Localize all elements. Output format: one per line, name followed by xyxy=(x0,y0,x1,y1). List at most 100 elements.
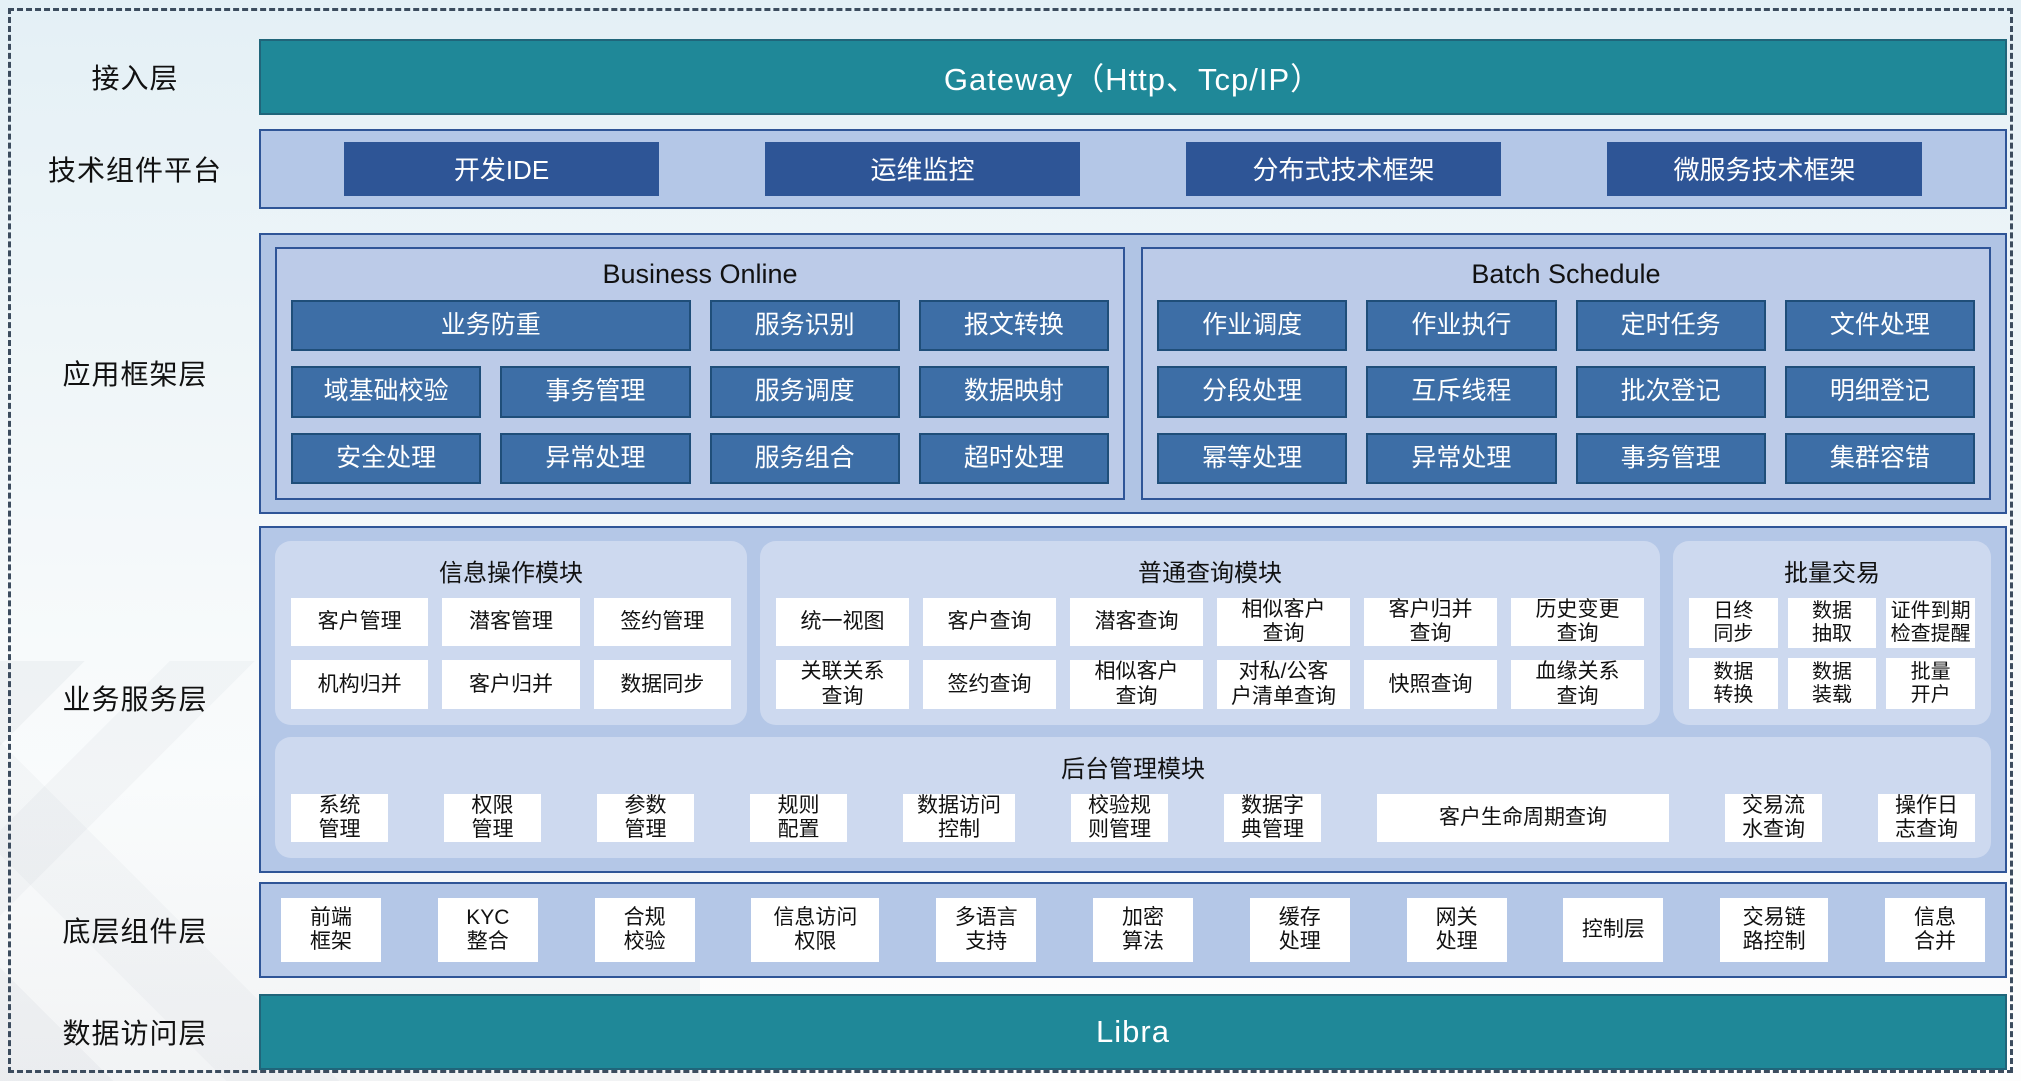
admin-module-title: 后台管理模块 xyxy=(1061,755,1205,783)
app-framework-box: Business Online 业务防重服务识别报文转换域基础校验事务管理服务调… xyxy=(259,232,2007,515)
business-online-module: 安全处理 xyxy=(291,432,482,485)
admin-module-row: 系统 管理 权限 管理 参数 管理 规则 配置 数据访问 控制 校验规 则管理 数据字 典管… xyxy=(291,793,1975,842)
admin-module-button: 规则 配置 xyxy=(750,793,847,842)
batch-schedule-module: 分段处理 xyxy=(1157,366,1348,418)
business-online-module: 服务组合 xyxy=(709,432,900,485)
batch-transaction-module: 批量 开户 xyxy=(1886,658,1975,709)
business-online-module: 事务管理 xyxy=(500,366,691,418)
layer-label-base-components: 底层组件层 xyxy=(62,916,208,948)
business-online-module: 数据映射 xyxy=(918,366,1109,418)
layer-label-app-framework: 应用框架层 xyxy=(62,359,208,391)
info-operation-module: 数据同步 xyxy=(593,660,731,709)
tech-platform-button: 开发IDE xyxy=(344,141,659,196)
business-online-box: Business Online 业务防重服务识别报文转换域基础校验事务管理服务调… xyxy=(275,246,1125,501)
batch-transaction-title: 批量交易 xyxy=(1784,560,1880,588)
layer-row-app-framework: 应用框架层 Business Online 业务防重服务识别报文转换域基础校验事… xyxy=(11,232,2007,515)
general-query-module: 相似客户 查询 xyxy=(1217,598,1350,647)
admin-module-button: 系统 管理 xyxy=(291,793,388,842)
info-operation-module: 客户归并 xyxy=(442,660,580,709)
base-component-button: 加密 算法 xyxy=(1092,898,1193,963)
layer-label-access: 接入层 xyxy=(91,62,179,94)
admin-module-button: 校验规 则管理 xyxy=(1071,793,1168,842)
info-operation-module: 客户管理 xyxy=(291,598,429,647)
batch-schedule-module: 事务管理 xyxy=(1575,432,1766,485)
batch-schedule-module: 异常处理 xyxy=(1366,432,1557,485)
business-service-box: 信息操作模块 客户管理潜客管理签约管理机构归并客户归并数据同步 普通查询模块 统… xyxy=(259,526,2007,873)
general-query-module: 客户查询 xyxy=(923,598,1056,647)
admin-module-panel: 后台管理模块 系统 管理 权限 管理 参数 管理 规则 配置 数据访问 控制 校验规 则管… xyxy=(275,736,1991,858)
admin-module-button: 权限 管理 xyxy=(444,793,541,842)
admin-module-button: 数据访问 控制 xyxy=(903,793,1015,842)
batch-schedule-grid: 作业调度作业执行定时任务文件处理分段处理互斥线程批次登记明细登记幂等处理异常处理… xyxy=(1157,299,1975,485)
batch-schedule-module: 集群容错 xyxy=(1784,432,1975,485)
general-query-module: 关联关系 查询 xyxy=(776,660,909,709)
gateway-bar: Gateway（Http、Tcp/IP） xyxy=(259,39,2007,115)
libra-bar: Libra xyxy=(259,994,2007,1071)
general-query-module: 签约查询 xyxy=(923,660,1056,709)
batch-transaction-module: 数据 装载 xyxy=(1787,658,1877,709)
info-operation-module: 签约管理 xyxy=(593,598,731,647)
business-online-module: 服务识别 xyxy=(709,299,900,352)
general-query-module: 潜客查询 xyxy=(1070,598,1203,647)
admin-module-button: 数据字 典管理 xyxy=(1224,793,1321,842)
business-online-grid: 业务防重服务识别报文转换域基础校验事务管理服务调度数据映射安全处理异常处理服务组… xyxy=(291,299,1109,485)
business-online-title: Business Online xyxy=(602,258,798,289)
layer-row-access: 接入层 Gateway（Http、Tcp/IP） xyxy=(11,39,2007,115)
business-online-module: 业务防重 xyxy=(291,299,691,352)
admin-module-button: 操作日 志查询 xyxy=(1878,793,1975,842)
layer-row-base-components: 底层组件层 前端 框架 KYC 整合合规 校验信息访问 权限多语言 支持加密 算法… xyxy=(11,882,2007,979)
dashed-border-frame xyxy=(8,8,2013,1073)
layer-row-business-service: 业务服务层 信息操作模块 客户管理潜客管理签约管理机构归并客户归并数据同步 普通… xyxy=(11,526,2007,873)
base-component-button: 多语言 支持 xyxy=(936,898,1037,963)
base-component-button: 信息访问 权限 xyxy=(751,898,880,963)
batch-schedule-module: 作业执行 xyxy=(1366,299,1557,352)
batch-schedule-module: 文件处理 xyxy=(1784,299,1975,352)
tech-platform-button: 分布式技术框架 xyxy=(1186,141,1501,196)
business-online-module: 异常处理 xyxy=(500,432,691,485)
base-component-button: 前端 框架 xyxy=(281,898,381,963)
info-operation-grid: 客户管理潜客管理签约管理机构归并客户归并数据同步 xyxy=(291,598,731,709)
batch-schedule-module: 批次登记 xyxy=(1575,366,1766,418)
base-component-button: 控制层 xyxy=(1563,898,1664,963)
business-online-module: 域基础校验 xyxy=(291,366,482,418)
general-query-module: 快照查询 xyxy=(1364,660,1497,709)
admin-module-button: 参数 管理 xyxy=(597,793,694,842)
layer-label-data-access: 数据访问层 xyxy=(62,1018,208,1050)
layer-label-business-service: 业务服务层 xyxy=(62,684,208,716)
general-query-module: 相似客户 查询 xyxy=(1070,660,1203,709)
base-component-button: 合规 校验 xyxy=(594,898,695,963)
tech-platform-button: 微服务技术框架 xyxy=(1607,141,1922,196)
base-component-button: 信息 合并 xyxy=(1884,898,1985,963)
business-service-panels: 信息操作模块 客户管理潜客管理签约管理机构归并客户归并数据同步 普通查询模块 统… xyxy=(275,541,1991,725)
business-online-module: 服务调度 xyxy=(709,366,900,418)
tech-platform-button: 运维监控 xyxy=(765,141,1080,196)
batch-transaction-module: 数据 转换 xyxy=(1689,658,1778,709)
business-online-module: 报文转换 xyxy=(918,299,1109,352)
info-operation-title: 信息操作模块 xyxy=(439,560,583,588)
batch-schedule-module: 定时任务 xyxy=(1575,299,1766,352)
base-component-button: 缓存 处理 xyxy=(1249,898,1350,963)
batch-schedule-module: 幂等处理 xyxy=(1157,432,1348,485)
batch-transaction-module: 日终 同步 xyxy=(1689,598,1778,649)
layer-row-data-access: 数据访问层 Libra xyxy=(11,994,2007,1071)
general-query-panel: 普通查询模块 统一视图客户查询潜客查询相似客户 查询客户归并 查询历史变更 查询… xyxy=(760,541,1660,725)
info-operation-module: 机构归并 xyxy=(291,660,429,709)
base-component-button: 交易链 路控制 xyxy=(1720,898,1829,963)
batch-schedule-module: 互斥线程 xyxy=(1366,366,1557,418)
general-query-module: 对私/公客 户清单查询 xyxy=(1217,660,1350,709)
batch-transaction-module: 证件到期 检查提醒 xyxy=(1886,598,1975,649)
info-operation-module: 潜客管理 xyxy=(442,598,580,647)
tech-platform-strip: 开发IDE 运维监控 分布式技术框架 微服务技术框架 xyxy=(259,128,2007,209)
base-component-button: KYC 整合 xyxy=(437,898,538,963)
admin-module-button: 交易流 水查询 xyxy=(1725,793,1822,842)
general-query-title: 普通查询模块 xyxy=(1138,560,1282,588)
batch-transaction-grid: 日终 同步数据 抽取证件到期 检查提醒数据 转换数据 装载批量 开户 xyxy=(1689,598,1975,709)
general-query-module: 血缘关系 查询 xyxy=(1511,660,1644,709)
batch-schedule-module: 明细登记 xyxy=(1784,366,1975,418)
batch-transaction-panel: 批量交易 日终 同步数据 抽取证件到期 检查提醒数据 转换数据 装载批量 开户 xyxy=(1673,541,1991,725)
business-online-module: 超时处理 xyxy=(918,432,1109,485)
general-query-grid: 统一视图客户查询潜客查询相似客户 查询客户归并 查询历史变更 查询关联关系 查询… xyxy=(776,598,1644,709)
